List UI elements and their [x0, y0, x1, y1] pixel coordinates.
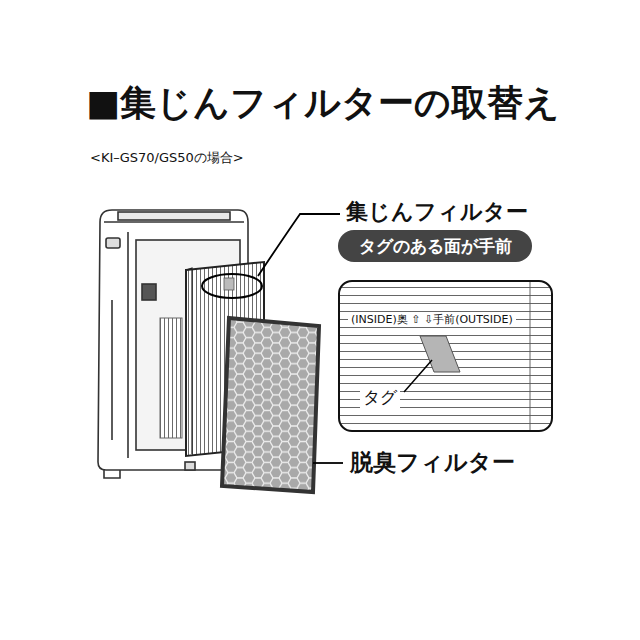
page-title: ■集じんフィルターの取替え [86, 82, 560, 123]
part-name: 集じんフィルター [344, 199, 530, 224]
zoom-pleats [339, 281, 552, 431]
deodorizing-filter-drawing [222, 318, 343, 492]
direction-label: (INSIDE)奥 ⇧ ⇩手前(OUTSIDE) [348, 312, 516, 327]
zoom-view: (INSIDE)奥 ⇧ ⇩手前(OUTSIDE) タグ [338, 280, 553, 432]
model-note: <KI–GS70/GS50の場合> [88, 151, 246, 166]
tag-label: タグ [360, 386, 400, 408]
notice-text: タグのある面が手前 [359, 236, 512, 256]
part-name: 脱臭フィルター [348, 449, 517, 475]
notice-pill: タグのある面が手前 [338, 230, 532, 262]
